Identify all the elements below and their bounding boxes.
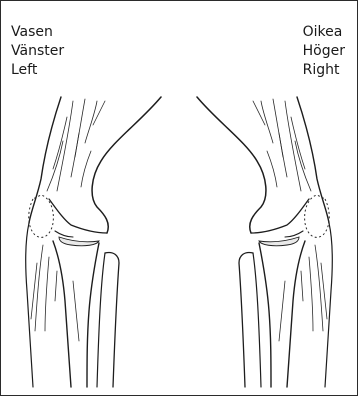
right-knee-drawing [197, 97, 332, 387]
left-knee-drawing [26, 97, 161, 387]
